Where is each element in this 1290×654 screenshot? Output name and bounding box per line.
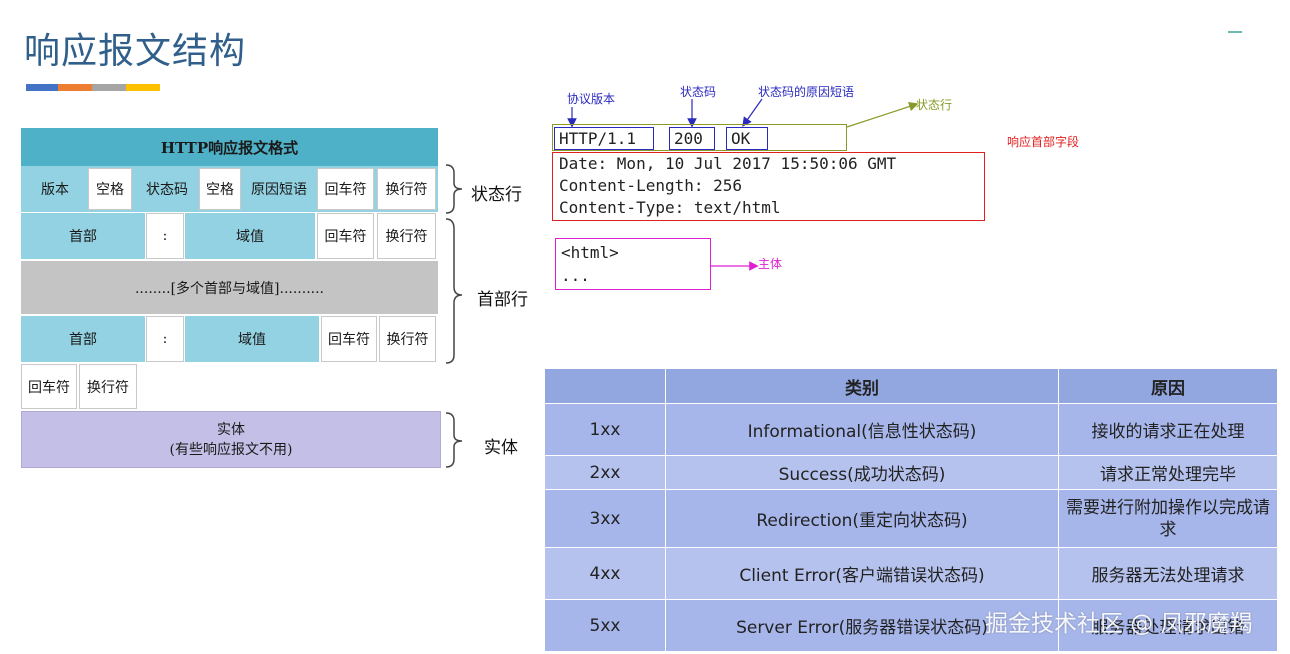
table-cell-category: Informational(信息性状态码) bbox=[665, 403, 1059, 456]
entity-note: (有些响应报文不用) bbox=[169, 441, 293, 458]
cell-header-name-1: 首部 bbox=[21, 213, 145, 259]
example-version: HTTP/1.1 bbox=[554, 127, 654, 150]
corner-mark bbox=[1228, 31, 1242, 33]
title-stripe-3 bbox=[92, 84, 126, 91]
cell-more-headers: ........[多个首部与域值].......... bbox=[21, 261, 438, 314]
cell-field-value-1: 域值 bbox=[185, 213, 315, 259]
cell-cr-1: 回车符 bbox=[317, 168, 374, 210]
cell-entity-body: 实体 (有些响应报文不用) bbox=[21, 411, 441, 468]
table-header-reason: 原因 bbox=[1058, 368, 1278, 404]
example-code: 200 bbox=[669, 127, 715, 150]
arrow-status-line bbox=[846, 101, 919, 128]
cell-lf-3: 换行符 bbox=[379, 316, 436, 362]
example-reason: OK bbox=[726, 127, 768, 150]
table-header-code bbox=[544, 368, 666, 404]
table-cell-code: 4xx bbox=[544, 547, 666, 600]
ann-status-line: 状态行 bbox=[916, 98, 953, 112]
watermark: 掘金技术社区 @ 凤邪魔羯 bbox=[985, 611, 1253, 637]
cell-header-name-2: 首部 bbox=[21, 316, 145, 362]
example-body-html: <html> bbox=[561, 243, 619, 262]
cell-version: 版本 bbox=[41, 182, 69, 198]
table-cell-reason: 接收的请求正在处理 bbox=[1058, 403, 1278, 456]
table-cell-code: 5xx bbox=[544, 599, 666, 652]
entity-label: 实体 bbox=[217, 421, 245, 438]
cell-lf-4: 换行符 bbox=[79, 364, 137, 409]
table-row: 4xx Client Error(客户端错误状态码) 服务器无法处理请求 bbox=[544, 547, 1278, 600]
cell-field-value-2: 域值 bbox=[185, 316, 319, 362]
table-cell-category: Client Error(客户端错误状态码) bbox=[665, 547, 1059, 600]
cell-space-1: 空格 bbox=[88, 168, 132, 210]
table-cell-code: 2xx bbox=[544, 455, 666, 490]
arrow-reason bbox=[742, 98, 763, 127]
format-braces bbox=[445, 164, 463, 468]
ann-protocol-version: 协议版本 bbox=[567, 92, 616, 106]
example-body-ellipsis: ... bbox=[561, 266, 590, 285]
ann-status-code: 状态码 bbox=[680, 85, 717, 99]
table-row: 1xx Informational(信息性状态码) 接收的请求正在处理 bbox=[544, 403, 1278, 456]
ann-reason-phrase: 状态码的原因短语 bbox=[758, 85, 855, 99]
table-cell-reason: 服务器处理请求出错 bbox=[1058, 599, 1278, 652]
table-cell-category: Server Error(服务器错误状态码) bbox=[665, 599, 1059, 652]
example-arrows bbox=[567, 98, 919, 271]
example-header-length: Content-Length: 256 bbox=[559, 176, 743, 195]
cell-status-code: 状态码 bbox=[146, 182, 188, 198]
ann-header-fields: 响应首部字段 bbox=[1007, 135, 1080, 149]
cell-colon-1: : bbox=[146, 213, 184, 259]
cell-cr-2: 回车符 bbox=[317, 213, 374, 259]
cell-space-2: 空格 bbox=[199, 168, 241, 210]
brace-header-lines bbox=[445, 218, 463, 364]
table-cell-code: 3xx bbox=[544, 489, 666, 548]
example-body-box: <html> ... bbox=[555, 238, 711, 290]
table-cell-reason: 服务器无法处理请求 bbox=[1058, 547, 1278, 600]
brace-status-line bbox=[445, 164, 463, 214]
example-header-date: Date: Mon, 10 Jul 2017 15:50:06 GMT bbox=[559, 154, 897, 173]
table-cell-reason: 需要进行附加操作以完成请求 bbox=[1058, 489, 1278, 548]
table-header-category: 类别 bbox=[665, 368, 1059, 404]
status-code-table: 类别 原因 1xx Informational(信息性状态码) 接收的请求正在处… bbox=[544, 368, 1278, 652]
title-stripe-4 bbox=[126, 84, 160, 91]
table-row: 5xx Server Error(服务器错误状态码) 服务器处理请求出错 bbox=[544, 599, 1278, 652]
cell-cr-3: 回车符 bbox=[321, 316, 377, 362]
label-status-line: 状态行 bbox=[471, 185, 522, 205]
cell-lf-2: 换行符 bbox=[377, 213, 436, 259]
cell-colon-2: : bbox=[146, 316, 184, 362]
brace-entity bbox=[445, 412, 463, 468]
example-header-type: Content-Type: text/html bbox=[559, 198, 781, 217]
cell-lf-1: 换行符 bbox=[377, 168, 436, 210]
title-stripe-2 bbox=[58, 84, 92, 91]
label-header-lines: 首部行 bbox=[477, 290, 528, 310]
table-row: 3xx Redirection(重定向状态码) 需要进行附加操作以完成请求 bbox=[544, 489, 1278, 548]
table-cell-code: 1xx bbox=[544, 403, 666, 456]
status-line-box bbox=[552, 124, 847, 151]
table-row: 2xx Success(成功状态码) 请求正常处理完毕 bbox=[544, 455, 1278, 490]
example-headers-box: Date: Mon, 10 Jul 2017 15:50:06 GMT Cont… bbox=[552, 152, 985, 221]
title-stripe-1 bbox=[26, 84, 58, 91]
label-entity: 实体 bbox=[484, 438, 518, 458]
ann-body: 主体 bbox=[758, 257, 783, 271]
table-header-row: 类别 原因 bbox=[544, 368, 1278, 404]
cell-reason-phrase: 原因短语 bbox=[251, 182, 307, 198]
table-cell-reason: 请求正常处理完毕 bbox=[1058, 455, 1278, 490]
format-header: HTTP响应报文格式 bbox=[21, 128, 438, 166]
table-cell-category: Success(成功状态码) bbox=[665, 455, 1059, 490]
table-cell-category: Redirection(重定向状态码) bbox=[665, 489, 1059, 548]
page-title: 响应报文结构 bbox=[24, 31, 247, 72]
cell-cr-4: 回车符 bbox=[21, 364, 77, 409]
